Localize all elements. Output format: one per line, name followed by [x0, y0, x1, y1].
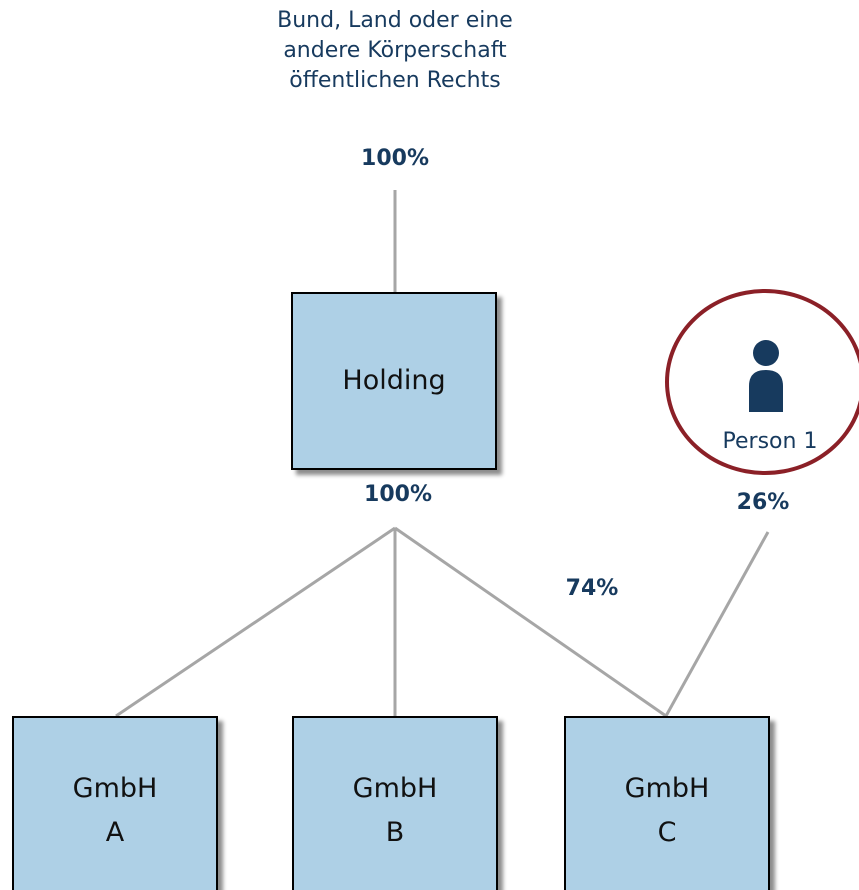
connector-holding-to-gmbh-a [115, 526, 396, 718]
gmbh-a-line-1: GmbH [72, 773, 158, 804]
gmbh-c-line-1: GmbH [624, 773, 710, 804]
person-icon [749, 340, 783, 412]
top-entity-label: Bund, Land oder eine andere Körperschaft… [220, 6, 570, 96]
top-entity-line-1: Bund, Land oder eine [277, 8, 513, 33]
gmbh-c-box: GmbH C [564, 716, 770, 890]
top-entity-line-3: öffentlichen Rechts [289, 68, 501, 93]
connector-person-to-gmbh-c [664, 531, 770, 717]
holding-stake: 100% [364, 482, 432, 507]
gmbh-a-line-2: A [105, 817, 125, 848]
top-entity-line-2: andere Körperschaft [283, 38, 507, 63]
gmbh-a-box: GmbH A [12, 716, 218, 890]
gmbh-b-line-2: B [385, 817, 405, 848]
holding-box: Holding [291, 292, 497, 470]
connector-holding-to-gmbh-c [394, 526, 667, 718]
gmbh-c-line-2: C [657, 817, 677, 848]
person-stake: 26% [736, 490, 790, 515]
gmbh-b-line-1: GmbH [352, 773, 438, 804]
person-circle [665, 289, 859, 475]
holding-label: Holding [342, 365, 446, 396]
person-label: Person 1 [722, 429, 818, 454]
top-entity-stake: 100% [361, 146, 429, 171]
gmbh-c-holding-stake: 74% [565, 576, 619, 601]
gmbh-b-box: GmbH B [292, 716, 498, 890]
